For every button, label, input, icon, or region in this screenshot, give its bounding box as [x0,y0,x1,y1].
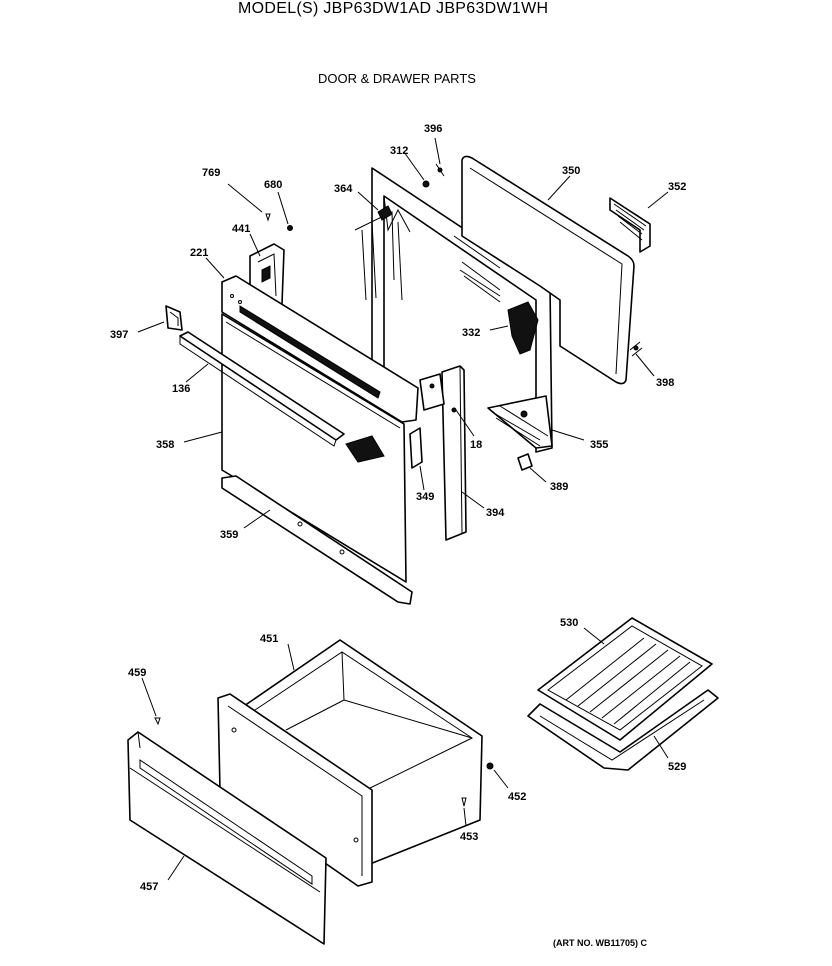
callout-221: 221 [190,247,208,259]
callout-451: 451 [260,633,278,645]
callout-452: 452 [508,791,526,803]
callout-397: 397 [110,329,128,341]
callout-459: 459 [128,667,146,679]
callout-457: 457 [140,881,158,893]
callout-680: 680 [264,179,282,191]
door-glass-panel [461,155,635,385]
callout-349: 349 [416,491,434,503]
callout-332: 332 [462,327,480,339]
door-latch [507,301,539,355]
door-side-rail [419,365,467,541]
callout-359: 359 [220,529,238,541]
callout-352: 352 [668,181,686,193]
callout-769: 769 [202,167,220,179]
callout-453: 453 [460,831,478,843]
callout-529: 529 [668,761,686,773]
callout-394: 394 [486,507,505,519]
model-title: MODEL(S) JBP63DW1AD JBP63DW1WH [238,0,549,17]
broiler-pan [527,689,719,771]
door-handle [179,331,345,447]
callout-364: 364 [334,183,353,195]
side-clip [165,305,183,331]
callout-355: 355 [590,439,608,451]
callout-labels: 396 312 350 769 680 364 352 441 221 397 … [110,123,686,893]
small-screws [265,213,293,231]
callout-136: 136 [172,383,190,395]
door-gasket [609,197,651,253]
callout-398: 398 [656,377,674,389]
callout-18: 18 [470,439,482,451]
section-title: DOOR & DRAWER PARTS [318,71,476,86]
callout-396: 396 [424,123,442,135]
hinge-support [409,427,423,469]
callout-389: 389 [550,481,568,493]
drawer-hardware [154,717,494,807]
callout-441: 441 [232,223,250,235]
drawer-front-panel [127,731,327,945]
handle-clip [345,435,385,463]
callout-530: 530 [560,617,578,629]
broiler-grid [537,617,713,741]
callout-350: 350 [562,165,580,177]
leader-lines [137,137,669,881]
door-bottom-trim [221,475,413,605]
door-top-trim [221,275,419,423]
outer-door-panel [221,313,407,583]
art-number: (ART NO. WB11705) C [553,938,648,948]
spacer-block [517,453,533,471]
fasteners [377,163,643,357]
vent-assembly [487,395,553,449]
callout-358: 358 [156,439,174,451]
callout-312: 312 [390,145,408,157]
